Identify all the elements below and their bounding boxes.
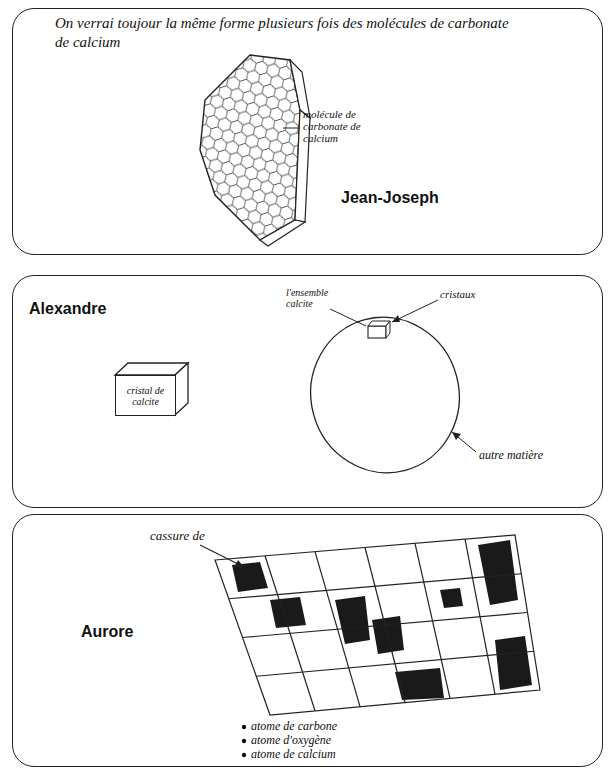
calcite-drawing — [115, 300, 477, 489]
callout-label: cristaux — [440, 288, 520, 301]
key-item: atome de calcium — [251, 747, 411, 761]
bullet — [242, 739, 246, 743]
student-name: Aurore — [81, 623, 133, 641]
box-label: cristal de calcite — [116, 385, 175, 407]
student-name: Jean-Joseph — [341, 189, 439, 207]
key-item: atome d'oxygène — [251, 733, 411, 747]
callout-label: molécule de carbonate de calcium — [303, 108, 367, 144]
crystal-drawing — [200, 55, 310, 246]
bullet — [242, 753, 246, 757]
leader-line — [283, 128, 300, 129]
bullet — [242, 725, 246, 729]
student-name: Alexandre — [29, 300, 106, 318]
callout-label: l'ensemble calcite — [286, 287, 348, 309]
leader-line — [330, 309, 366, 326]
callout-label: autre matière — [479, 448, 579, 462]
leader-line — [200, 545, 240, 565]
student-panel: Alexandre cristal de calcite — [12, 275, 603, 508]
key-item: atome de carbone — [251, 719, 411, 733]
student-note: On verrai toujour la même forme plusieur… — [55, 14, 525, 52]
crystal-box: cristal de calcite — [115, 375, 176, 416]
leader-line — [392, 300, 438, 322]
callout-label: cassure de — [150, 528, 240, 543]
leader-line — [452, 432, 476, 452]
cleavage-grid — [200, 535, 540, 757]
